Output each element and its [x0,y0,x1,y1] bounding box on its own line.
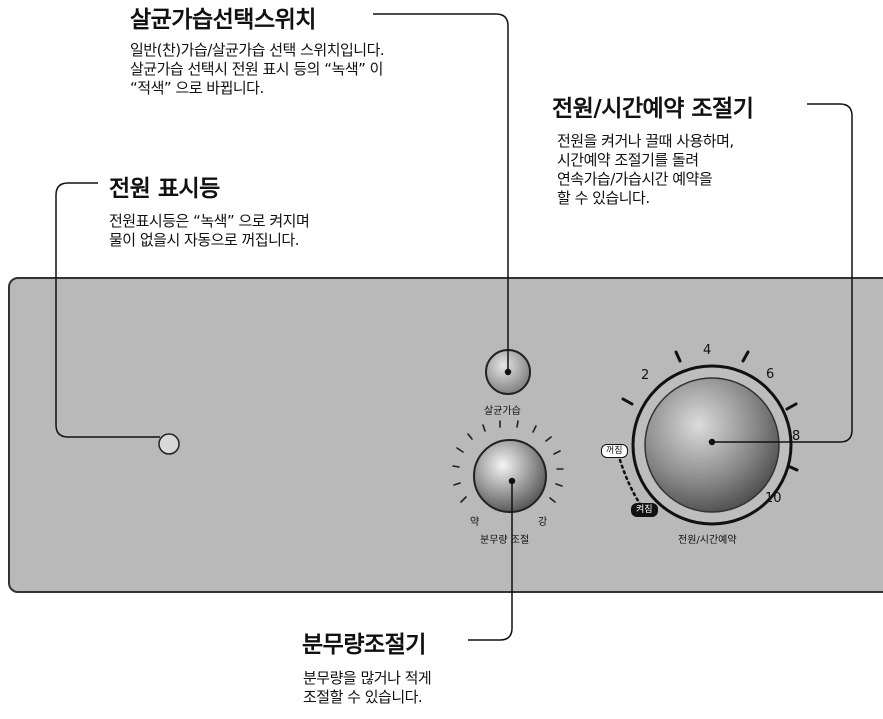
mist-knob-label: 분무량 조절 [480,535,530,546]
power-lamp-desc: 전원표시등은 “녹색” 으로 켜지며 물이 없을시 자동으로 꺼집니다. [109,212,310,249]
sterilize-switch-title: 살균가습선택스위치 [130,7,316,33]
timer-knob-label: 전원/시간예약 [678,535,737,546]
timer-off-badge: 꺼짐 [601,444,628,458]
leader-lines [55,13,853,641]
sterilize-button-label: 살균가습 [484,406,521,417]
timer-number-2: 2 [641,368,650,383]
timer-on-badge: 켜짐 [631,503,658,517]
mist-control-knob[interactable] [473,439,547,513]
power-indicator-lamp [158,433,180,455]
off-on-dotted-arc [618,458,642,506]
power-timer-desc: 전원을 켜거나 끌때 사용하며, 시간예약 조절기를 돌려 연속가습/가습시간 … [557,132,734,207]
timer-number-6: 6 [766,367,775,382]
mist-control-desc: 분무량을 많거나 적게 조절할 수 있습니다. [303,669,432,706]
mist-control-title: 분무량조절기 [302,632,426,658]
mist-knob-ticks [452,420,564,503]
timer-number-8: 8 [792,429,801,444]
timer-number-4: 4 [703,343,712,358]
mist-high-label: 강 [538,517,548,528]
power-lamp-title: 전원 표시등 [109,176,220,202]
mist-low-label: 약 [470,517,480,528]
power-timer-title: 전원/시간예약 조절기 [552,96,754,122]
timer-knob-ticks [621,350,799,472]
timer-number-10: 10 [765,491,782,506]
sterilize-switch-desc: 일반(찬)가습/살균가습 선택 스위치입니다. 살균가습 선택시 전원 표시 등… [130,41,385,97]
